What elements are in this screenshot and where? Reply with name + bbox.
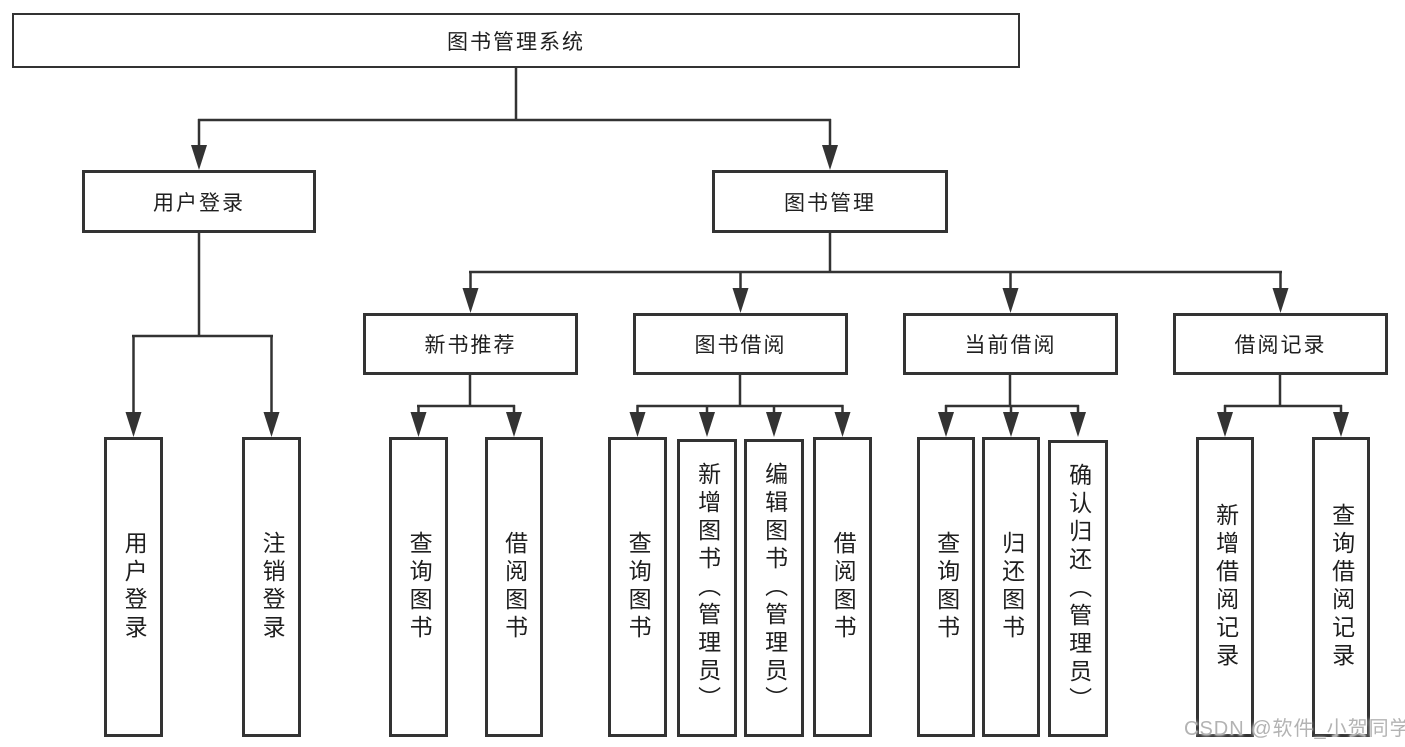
node-label: 借阅图书	[501, 531, 528, 643]
node-nbr-borrow-books: 借阅图书	[485, 437, 543, 737]
node-label: 查询借阅记录	[1328, 503, 1355, 671]
node-book-management: 图书管理	[712, 170, 948, 233]
node-library-management-system: 图书管理系统	[12, 13, 1020, 68]
node-label: 新增借阅记录	[1212, 503, 1239, 671]
node-bb-add-books-admin: 新增图书（管理员）	[677, 439, 737, 737]
node-bb-query-books: 查询图书	[608, 437, 667, 737]
node-label: 确认归还（管理员）	[1065, 462, 1092, 715]
node-label: 借阅图书	[830, 531, 857, 643]
node-label: 查询图书	[625, 531, 652, 643]
csdn-watermark: CSDN @软件_小贺同学	[1184, 718, 1405, 740]
node-current-borrowing: 当前借阅	[903, 313, 1118, 375]
node-cb-confirm-return-admin: 确认归还（管理员）	[1048, 440, 1108, 737]
node-bb-edit-books-admin: 编辑图书（管理员）	[744, 439, 804, 737]
node-label: 新增图书（管理员）	[694, 462, 721, 714]
node-label: 查询图书	[933, 531, 960, 643]
node-label: 用户登录	[121, 531, 148, 643]
node-user-login: 用户登录	[82, 170, 316, 233]
node-logout: 注销登录	[242, 437, 301, 737]
node-label: 注销登录	[259, 531, 286, 643]
node-label: 归还图书	[998, 531, 1025, 643]
node-user-login-leaf: 用户登录	[104, 437, 163, 737]
node-br-query-record: 查询借阅记录	[1312, 437, 1370, 737]
node-br-add-record: 新增借阅记录	[1196, 437, 1254, 737]
node-nbr-query-books: 查询图书	[389, 437, 448, 737]
node-book-borrowing: 图书借阅	[633, 313, 848, 375]
node-bb-borrow-books: 借阅图书	[813, 437, 872, 737]
node-cb-return-books: 归还图书	[982, 437, 1040, 737]
node-label: 编辑图书（管理员）	[761, 462, 788, 714]
node-borrowing-records: 借阅记录	[1173, 313, 1388, 375]
node-label: 查询图书	[406, 531, 433, 643]
node-new-book-recommend: 新书推荐	[363, 313, 578, 375]
node-cb-query-books: 查询图书	[917, 437, 975, 737]
